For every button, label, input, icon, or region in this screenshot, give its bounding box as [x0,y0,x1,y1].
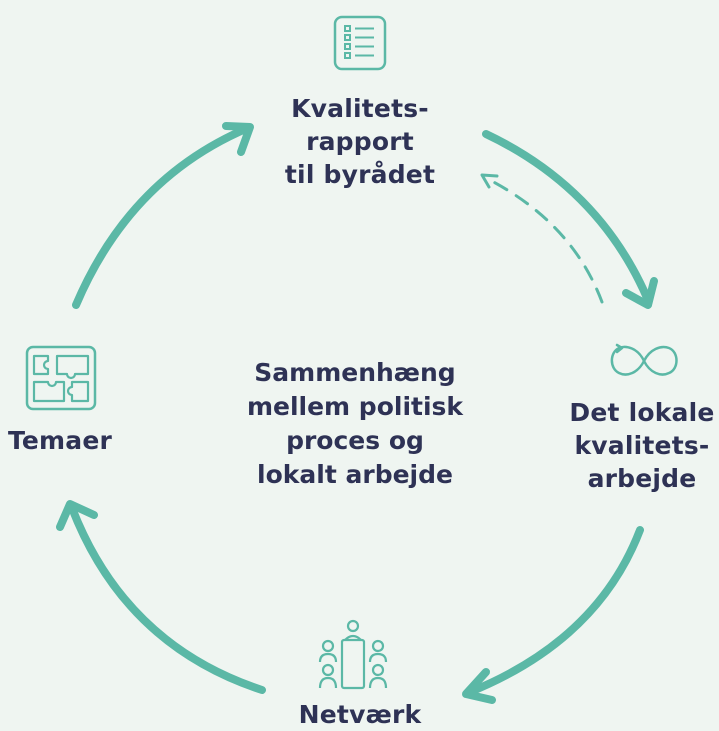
arrow-local-to-network [466,526,644,696]
arrowhead-network-to-themes [56,500,98,531]
node-report-line2: rapport [306,127,414,156]
arrow-themes-to-report [72,124,252,309]
node-local-work-line3: arbejde [587,464,697,493]
node-report-line1: Kvalitets- [291,94,429,123]
arrowhead-themes-to-report [222,122,254,156]
center-text-line3: proces og [286,426,424,455]
checklist-icon [333,15,387,71]
center-text-line4: lokalt arbejde [257,460,453,489]
node-report: Kvalitets- rapport til byrådet [255,92,465,191]
node-local-work: Det lokale kvalitets- arbejde [565,396,719,495]
node-local-work-line1: Det lokale [569,398,715,427]
arrowhead-report-to-local [622,277,658,309]
node-report-line3: til byrådet [284,160,436,189]
puzzle-icon [25,345,97,411]
node-themes-line1: Temaer [7,426,113,455]
node-network: Netværk [240,698,480,731]
node-themes: Temaer [0,424,120,457]
node-network-line1: Netværk [298,700,422,729]
dashed-feedback-arrow [484,176,604,304]
center-text: Sammenhæng mellem politisk proces og lok… [205,356,505,492]
arrow-network-to-themes [68,504,266,694]
arrow-report-to-local [482,130,652,304]
dashed-feedback-arrowhead [480,173,499,189]
node-local-work-line2: kvalitets- [574,431,710,460]
infinity-loop-icon [610,343,678,376]
center-text-line2: mellem politisk [246,392,464,421]
meeting-table-icon [318,619,388,690]
center-text-line1: Sammenhæng [254,358,456,387]
arrowhead-local-to-network [462,668,496,704]
